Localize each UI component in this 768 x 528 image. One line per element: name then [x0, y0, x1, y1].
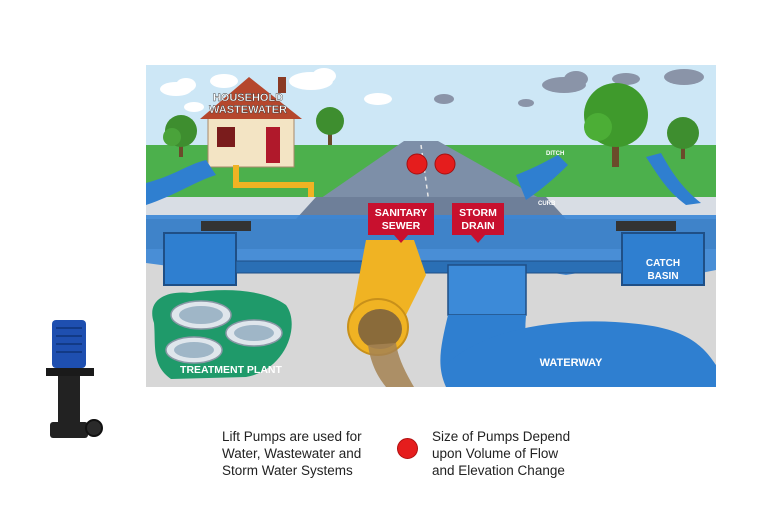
dark-clouds — [434, 69, 704, 107]
sewer-label: SEWER — [382, 220, 421, 232]
tree-right-small — [667, 117, 699, 159]
sanitary-label: SANITARY — [375, 207, 428, 219]
caption-line: upon Volume of Flow — [432, 446, 559, 461]
catch-basin-left — [163, 232, 237, 286]
household-label: HOUSEHOLD — [213, 92, 283, 104]
pump-location-dot — [434, 153, 456, 175]
wastewater-label: WASTEWATER — [209, 104, 287, 116]
pump-column — [58, 376, 80, 422]
caption-lift-pumps: Lift Pumps are used for Water, Wastewate… — [222, 428, 392, 479]
ditch-stream-right — [516, 155, 568, 200]
vertical-pump-image — [46, 320, 103, 438]
caption-pump-size: Size of Pumps Depend upon Volume of Flow… — [432, 428, 612, 479]
caption-line: Lift Pumps are used for — [222, 429, 362, 444]
ditch-label: DITCH — [546, 151, 564, 157]
waterway-label: WATERWAY — [540, 357, 603, 369]
catch-label: CATCH — [646, 258, 680, 269]
storm-label: STORM — [459, 207, 497, 219]
grate-left — [201, 221, 251, 231]
stormwater-illustration: HOUSEHOLD WASTEWATER DITCH CURB CATCH BA… — [146, 65, 716, 387]
pump-legend-dot — [397, 438, 418, 459]
tree-mid — [316, 107, 344, 145]
catch-basin-right — [621, 232, 705, 286]
tree-left — [163, 115, 197, 157]
sanitary-sewer-marker — [368, 203, 434, 243]
caption-line: Size of Pumps Depend — [432, 429, 571, 444]
basin-label: BASIN — [647, 271, 678, 282]
curb-label: CURB — [538, 201, 556, 207]
storm-drain-marker — [452, 203, 504, 243]
storm-drain-box — [447, 264, 527, 316]
clouds — [160, 68, 392, 112]
treatment-tanks — [165, 300, 283, 364]
caption-line: Storm Water Systems — [222, 463, 353, 478]
house — [200, 77, 302, 168]
caption-line: and Elevation Change — [432, 463, 565, 478]
treatment-plant-label: TREATMENT PLANT — [180, 364, 282, 376]
pump-outlet — [85, 419, 103, 437]
road — [314, 141, 548, 203]
pump-location-dot — [406, 153, 428, 175]
grate-right — [616, 221, 676, 231]
ditch-stream-left — [146, 160, 216, 205]
caption-line: Water, Wastewater and — [222, 446, 362, 461]
tree-right-large — [584, 83, 648, 167]
waterway — [446, 321, 716, 387]
storm-pipe — [235, 260, 623, 274]
drain-label: DRAIN — [461, 220, 494, 232]
